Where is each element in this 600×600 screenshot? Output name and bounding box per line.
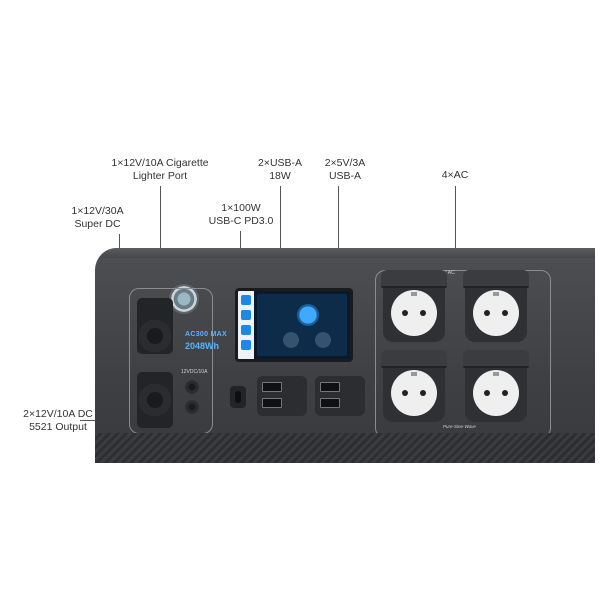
screen-sidebar <box>238 291 254 359</box>
usb-a-5v-bay <box>315 376 365 416</box>
dc5521-port-2[interactable] <box>185 400 199 414</box>
callout-ac: 4×AC <box>441 169 469 181</box>
leader-ac <box>455 186 456 266</box>
ac-outlet-lid <box>381 270 447 288</box>
ac-ground-clip <box>411 292 417 296</box>
device-top-edge <box>95 248 595 258</box>
ac-outlet-face <box>391 290 437 336</box>
ac-outlet-4[interactable] <box>463 350 529 422</box>
ac-ground-clip <box>493 372 499 376</box>
screen-capacity-text: 2048Wh <box>185 341 220 351</box>
ac-outlet-lid <box>463 270 529 288</box>
ac-pin <box>502 310 508 316</box>
ac-outlet-face <box>473 370 519 416</box>
callout-dc5521: 2×12V/10A DC 5521 Output <box>23 408 93 433</box>
usb-a-port-2[interactable] <box>262 398 282 408</box>
super-dc-port[interactable] <box>139 384 171 416</box>
screen-main <box>257 294 347 356</box>
ac-toggle-icon <box>315 332 331 348</box>
leader-cigarette <box>160 186 161 306</box>
ac-outlet-3[interactable] <box>381 350 447 422</box>
ac-outlet-lid <box>463 350 529 368</box>
ac-outlet-1[interactable] <box>381 270 447 342</box>
callout-super-dc: 1×12V/30A Super DC <box>71 205 124 230</box>
tools-icon <box>241 340 251 350</box>
power-station-front-panel: 12VDC/10A 220-240V AC <box>95 248 595 463</box>
ac-outlet-2[interactable] <box>463 270 529 342</box>
cigarette-lighter-port[interactable] <box>139 320 171 352</box>
ac-pin <box>484 310 490 316</box>
lcd-screen[interactable] <box>235 288 353 362</box>
ac-pin <box>420 310 426 316</box>
callout-usb-a-5v: 2×5V/3A USB-A <box>324 157 366 182</box>
ac-ground-clip <box>411 372 417 376</box>
ac-outlet-face <box>391 370 437 416</box>
home-icon <box>241 295 251 305</box>
screen-model-text: AC300 MAX <box>185 331 227 338</box>
ac-pin <box>484 390 490 396</box>
usb-c-port[interactable] <box>230 386 246 408</box>
usb-a-18w-bay <box>257 376 307 416</box>
dc-toggle-icon <box>283 332 299 348</box>
usb-a-port-3[interactable] <box>320 382 340 392</box>
callout-cigarette-port: 1×12V/10A Cigarette Lighter Port <box>111 157 209 182</box>
ac-pin <box>402 390 408 396</box>
power-knob[interactable] <box>169 284 199 314</box>
usb-a-port-4[interactable] <box>320 398 340 408</box>
callout-usb-c: 1×100W USB-C PD3.0 <box>208 202 274 227</box>
ac-pin <box>402 310 408 316</box>
battery-gauge-icon <box>297 304 319 326</box>
settings-icon <box>241 310 251 320</box>
ac-pin <box>502 390 508 396</box>
pure-sine-wave-label: Pure-Sine-Wave <box>443 424 476 429</box>
ac-outlet-lid <box>381 350 447 368</box>
usb-a-port-1[interactable] <box>262 382 282 392</box>
ac-pin <box>420 390 426 396</box>
dc5521-port-1[interactable] <box>185 380 199 394</box>
ac-outlet-face <box>473 290 519 336</box>
ac-ground-clip <box>493 292 499 296</box>
dc-port-label: 12VDC/10A <box>181 369 208 375</box>
callout-usb-a-18w: 2×USB-A 18W <box>257 157 303 182</box>
vent-grille <box>95 433 595 463</box>
info-icon <box>241 325 251 335</box>
